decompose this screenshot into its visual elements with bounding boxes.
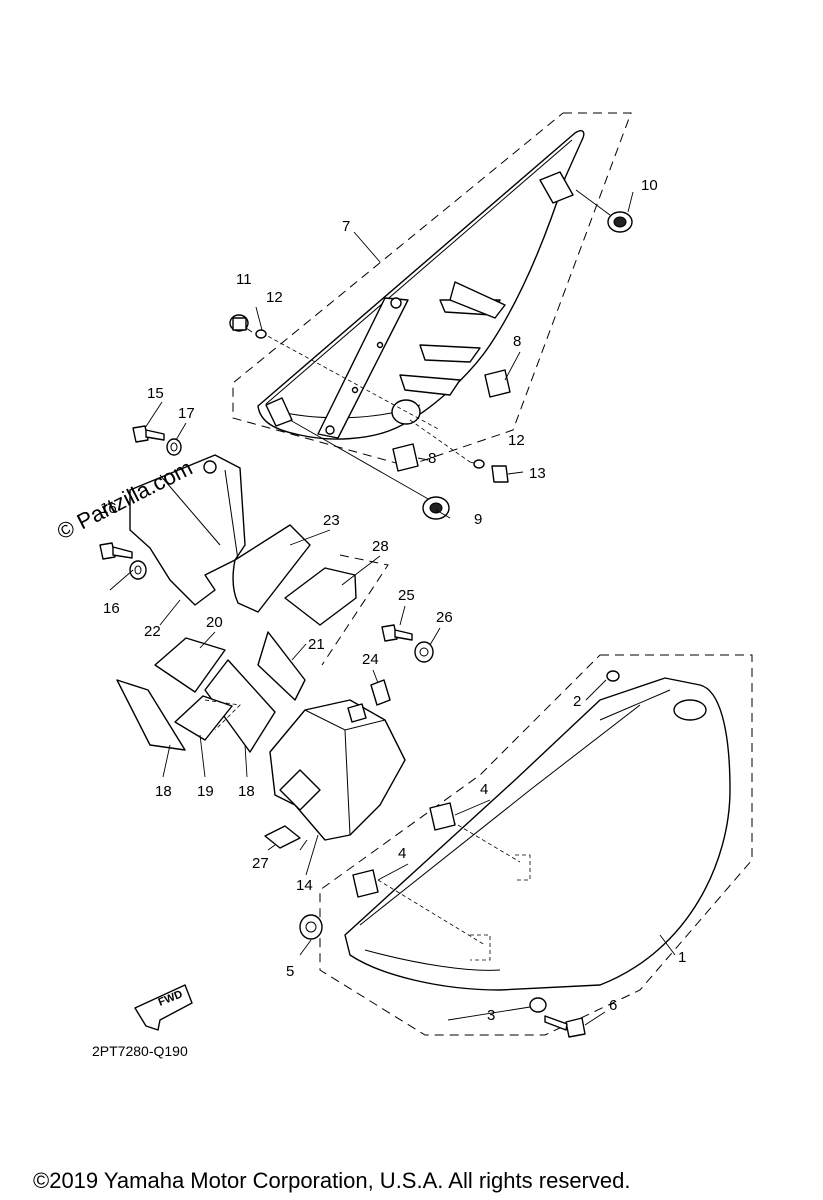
callout-3: 3: [487, 1007, 495, 1024]
callout-20: 20: [206, 614, 223, 631]
sheet-18-left: [116, 679, 186, 751]
callout-2: 2: [573, 693, 581, 710]
callout-15: 15: [147, 385, 164, 402]
sheet-19: [174, 695, 233, 741]
callout-23: 23: [323, 512, 340, 529]
bolt-25: [381, 624, 413, 642]
side-cover-7: [257, 130, 585, 440]
callout-9: 9: [474, 511, 482, 528]
washer-12-lower: [473, 459, 485, 469]
callout-16-lower: 16: [103, 600, 120, 617]
collar-3: [529, 997, 547, 1013]
copyright-notice: ©2019 Yamaha Motor Corporation, U.S.A. A…: [33, 1168, 630, 1193]
callout-26: 26: [436, 609, 453, 626]
callout-4-upper: 4: [480, 781, 488, 798]
callout-1: 1: [678, 949, 686, 966]
grommet-10: [607, 211, 633, 233]
callout-5: 5: [286, 963, 294, 980]
callout-10: 10: [641, 177, 658, 194]
bracket-22: [129, 454, 246, 606]
clip-24: [370, 679, 391, 706]
callout-18-right: 18: [238, 783, 255, 800]
plate-28: [284, 554, 389, 666]
pad-4-lower: [352, 869, 379, 898]
bolt-16a: [99, 542, 133, 560]
washer-12-upper: [255, 329, 267, 339]
callout-12-upper: 12: [266, 289, 283, 306]
callout-27: 27: [252, 855, 269, 872]
screw-11: [229, 314, 253, 333]
callout-14: 14: [296, 877, 313, 894]
clip-nut-13: [491, 465, 509, 483]
bolt-6: [544, 1015, 586, 1038]
callout-25: 25: [398, 587, 415, 604]
lower-group-boundary: [319, 654, 753, 1036]
callout-19: 19: [197, 783, 214, 800]
battery-box-14: [269, 699, 406, 841]
pad-4-upper: [429, 802, 456, 831]
grommet-5: [299, 914, 323, 940]
callout-24: 24: [362, 651, 379, 668]
callout-6: 6: [609, 997, 617, 1014]
collar-16b: [129, 560, 147, 580]
collar-2: [606, 670, 620, 682]
sheet-18-right: [204, 659, 276, 753]
callout-22: 22: [144, 623, 161, 640]
callout-13: 13: [529, 465, 546, 482]
callout-4-lower: 4: [398, 845, 406, 862]
callout-16-upper: 16: [100, 500, 117, 517]
callout-7: 7: [342, 218, 350, 235]
callout-17: 17: [178, 405, 195, 422]
callout-8-lower: 8: [428, 450, 436, 467]
lower-side-cover-group: [319, 654, 753, 1036]
diagram-code: 2PT7280-Q190: [92, 1043, 188, 1059]
fwd-arrow-icon: FWD: [134, 984, 193, 1031]
callout-8-upper: 8: [513, 333, 521, 350]
bolt-15: [132, 425, 165, 443]
side-cover-1: [344, 677, 731, 991]
seal-23: [232, 524, 311, 613]
callout-11: 11: [236, 271, 252, 288]
callout-18-left: 18: [155, 783, 172, 800]
collar-17: [166, 438, 182, 456]
callout-12-lower: 12: [508, 432, 525, 449]
pad-20: [154, 637, 226, 693]
nut-26: [414, 641, 434, 663]
callout-21: 21: [308, 636, 325, 653]
upper-side-cover-group: [232, 112, 632, 501]
pad-21: [257, 631, 306, 701]
callout-28: 28: [372, 538, 389, 555]
